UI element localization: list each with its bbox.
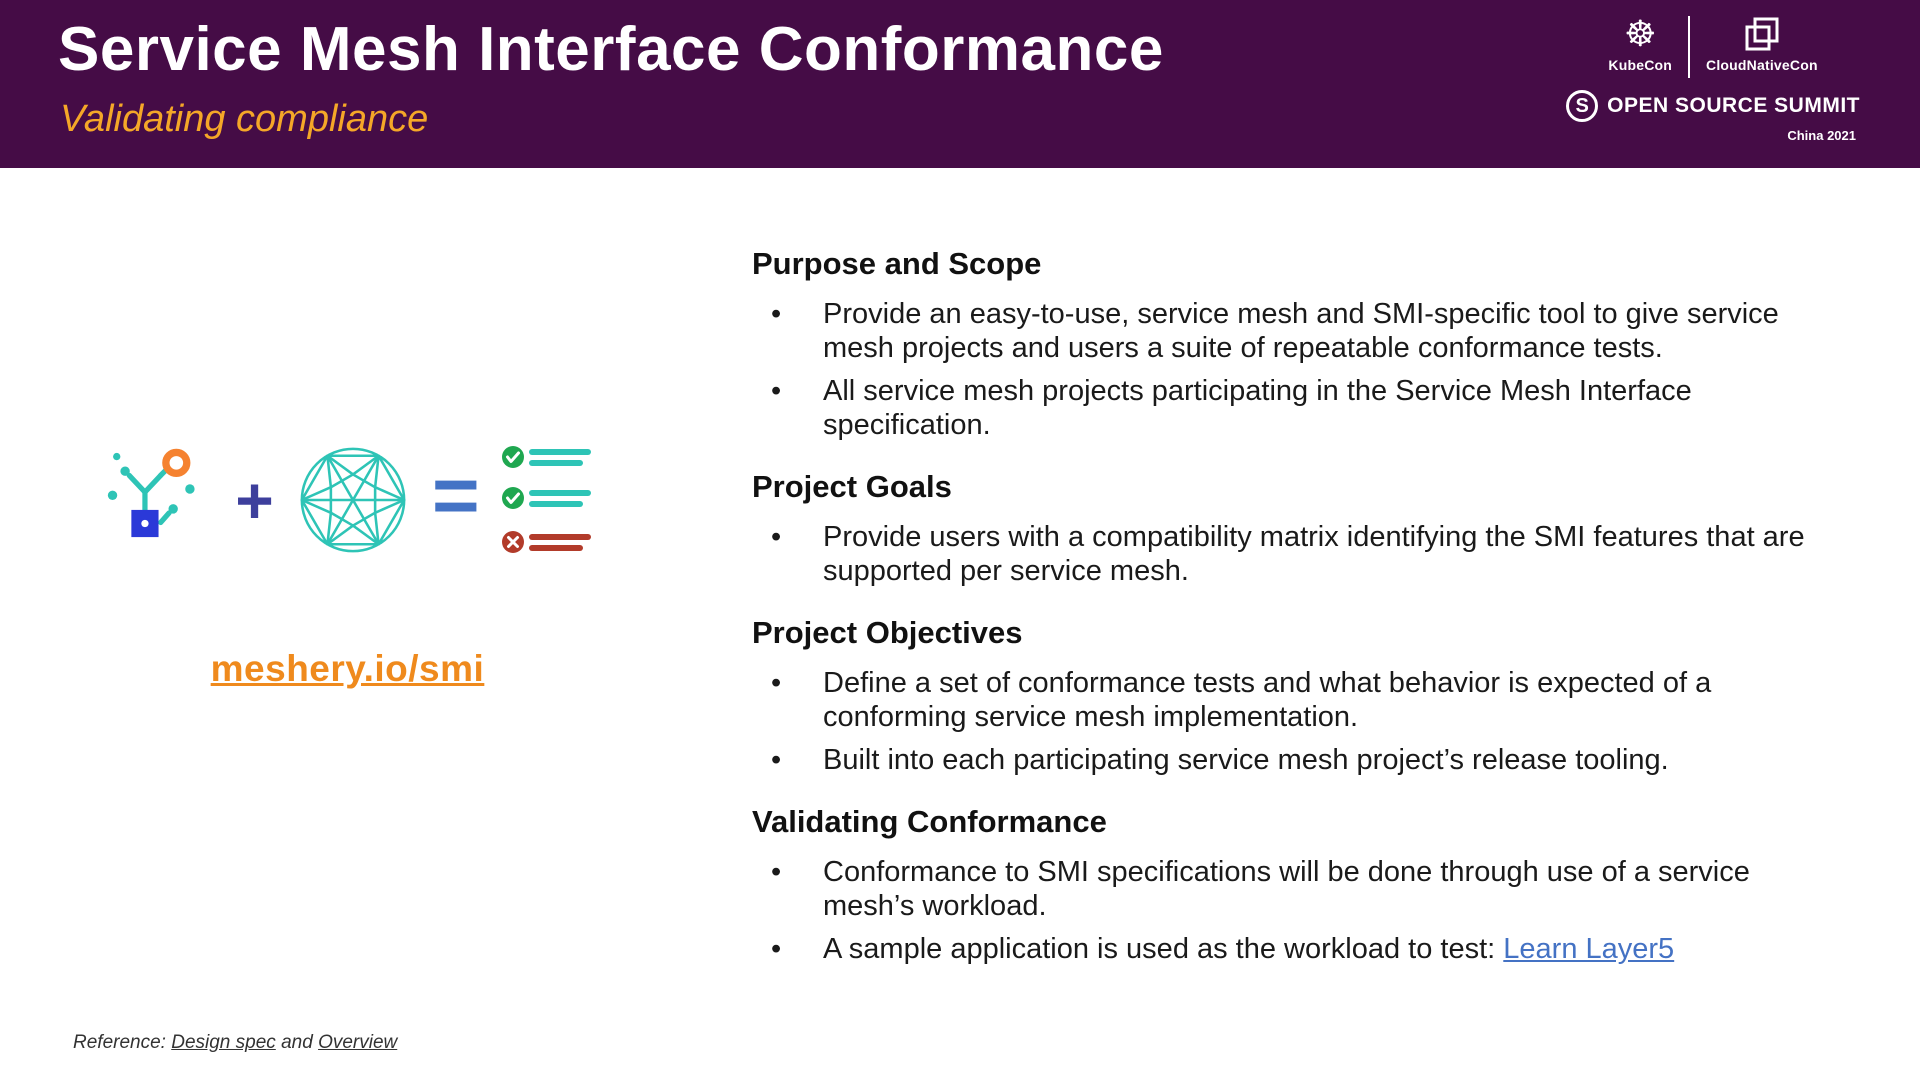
- equals-icon: =: [431, 450, 480, 541]
- section-heading: Project Objectives: [752, 615, 1023, 650]
- bullet-text: Provide users with a compatibility matri…: [823, 521, 1805, 587]
- meshery-link-wrap: meshery.io/smi: [60, 648, 635, 690]
- section-heading: Purpose and Scope: [752, 246, 1042, 281]
- section-validating-conformance: Validating Conformance Conformance to SM…: [752, 804, 1837, 966]
- network-graph-icon: [108, 448, 195, 537]
- section-purpose-and-scope: Purpose and Scope Provide an easy-to-use…: [752, 246, 1837, 442]
- bullet-text: A sample application is used as the work…: [823, 933, 1504, 965]
- section-heading: Project Goals: [752, 469, 952, 504]
- plus-icon: +: [235, 463, 274, 537]
- bullet-text: Built into each participating service me…: [823, 744, 1669, 776]
- bullet-item: Built into each participating service me…: [752, 743, 1837, 777]
- service-mesh-illustration: + =: [60, 430, 635, 570]
- reference-note: Reference: Design spec and Overview: [73, 1032, 397, 1054]
- meshery-smi-link[interactable]: meshery.io/smi: [210, 648, 485, 689]
- bullet-item: Define a set of conformance tests and wh…: [752, 666, 1837, 734]
- page-title: Service Mesh Interface Conformance: [58, 15, 1164, 84]
- bullet-text: All service mesh projects participating …: [823, 375, 1692, 441]
- bullet-item: Conformance to SMI specifications will b…: [752, 855, 1837, 923]
- summit-label: OPEN SOURCE SUMMIT: [1607, 94, 1860, 117]
- design-spec-link[interactable]: Design spec: [171, 1032, 276, 1053]
- conference-logo-row: ☸ KubeCon CloudNativeCon: [1608, 13, 1818, 78]
- bullet-list: Provide users with a compatibility matri…: [752, 520, 1837, 588]
- logo-divider: [1688, 16, 1691, 78]
- checklist-icon: [501, 445, 591, 553]
- page-subtitle: Validating compliance: [60, 98, 429, 140]
- content-column: Purpose and Scope Provide an easy-to-use…: [752, 246, 1837, 975]
- bullet-list: Define a set of conformance tests and wh…: [752, 666, 1837, 777]
- event-logos: ☸ KubeCon CloudNativeCon S OPEN SOURCE: [1566, 14, 1860, 143]
- mesh-sphere-icon: [300, 447, 406, 553]
- summit-s-icon: S: [1566, 90, 1599, 122]
- kubecon-logo: ☸ KubeCon: [1608, 13, 1673, 74]
- section-project-goals: Project Goals Provide users with a compa…: [752, 469, 1837, 588]
- bullet-list: Provide an easy-to-use, service mesh and…: [752, 297, 1837, 442]
- bullet-item: Provide users with a compatibility matri…: [752, 520, 1837, 588]
- bullet-text: Conformance to SMI specifications will b…: [823, 856, 1750, 922]
- bullet-text: Provide an easy-to-use, service mesh and…: [823, 298, 1779, 364]
- section-project-objectives: Project Objectives Define a set of confo…: [752, 615, 1837, 777]
- bullet-item: Provide an easy-to-use, service mesh and…: [752, 297, 1837, 365]
- kubernetes-wheel-icon: ☸: [1624, 13, 1657, 54]
- cloudnativecon-label: CloudNativeCon: [1706, 57, 1818, 73]
- overview-link[interactable]: Overview: [318, 1032, 398, 1053]
- bullet-item: All service mesh projects participating …: [752, 374, 1837, 442]
- cloudnativecon-logo: CloudNativeCon: [1706, 14, 1818, 73]
- slide-header: Service Mesh Interface Conformance Valid…: [0, 0, 1920, 168]
- learn-layer5-link[interactable]: Learn Layer5: [1503, 933, 1675, 965]
- open-source-summit-logo: S OPEN SOURCE SUMMIT: [1566, 90, 1860, 122]
- reference-prefix: Reference:: [73, 1032, 172, 1053]
- section-heading: Validating Conformance: [752, 804, 1107, 839]
- summit-location: China 2021: [1787, 128, 1856, 143]
- reference-separator: and: [275, 1032, 319, 1053]
- bullet-item: A sample application is used as the work…: [752, 932, 1837, 966]
- cloudnative-cube-icon: [1743, 14, 1781, 54]
- bullet-text: Define a set of conformance tests and wh…: [823, 667, 1712, 733]
- kubecon-label: KubeCon: [1608, 57, 1673, 73]
- bullet-list: Conformance to SMI specifications will b…: [752, 855, 1837, 966]
